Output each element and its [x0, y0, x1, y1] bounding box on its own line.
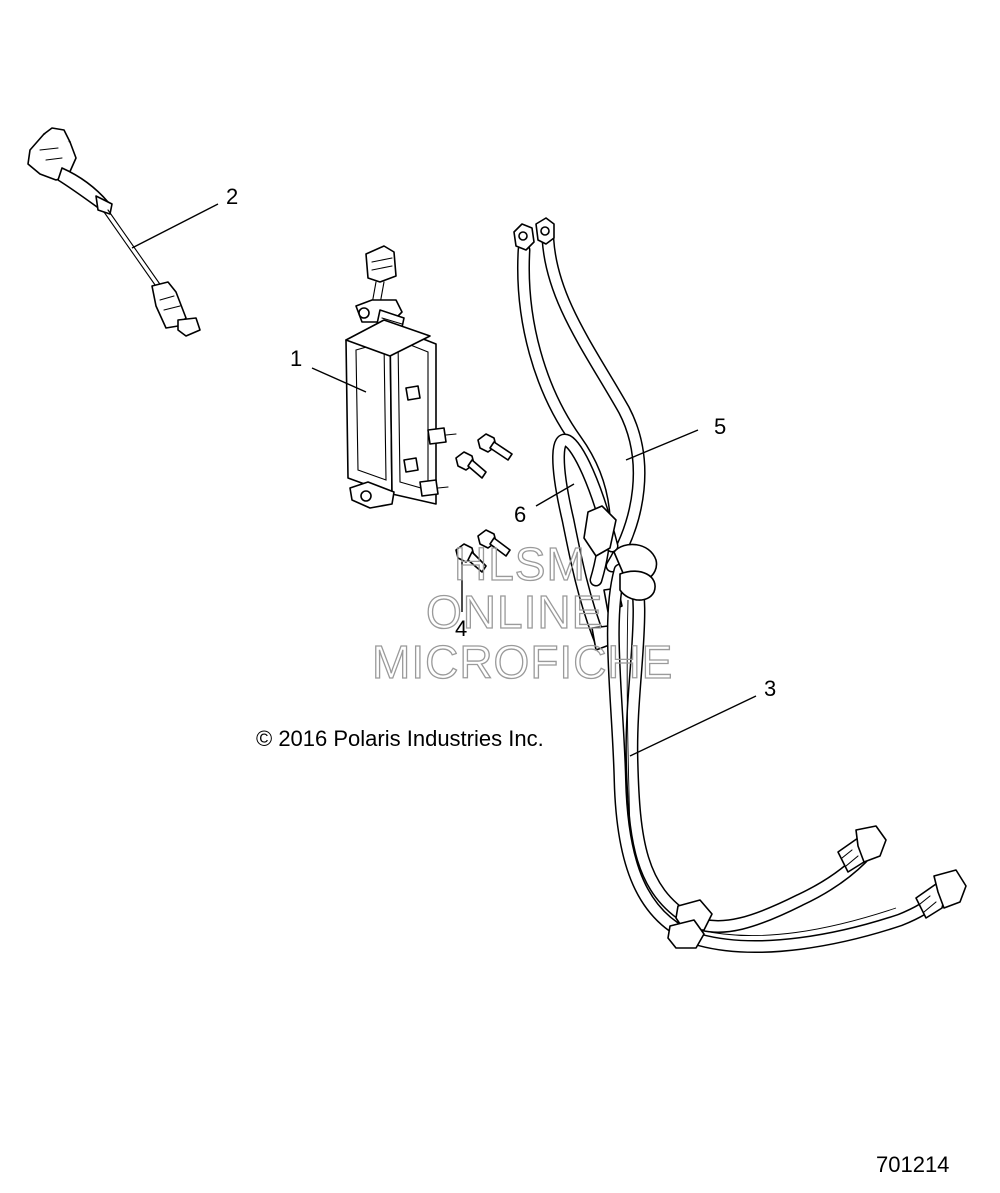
watermark-line-2: ONLINE — [426, 586, 603, 638]
callout-1: 1 — [290, 346, 302, 371]
callout-labels: 2 1 5 6 4 3 — [226, 184, 776, 701]
handlebar-switch-part-2 — [27, 127, 201, 337]
leader-line-6 — [535, 483, 575, 507]
leader-lines — [131, 203, 757, 757]
callout-4: 4 — [455, 616, 467, 641]
callout-3: 3 — [764, 676, 776, 701]
callout-5: 5 — [714, 414, 726, 439]
leader-line-2 — [131, 203, 219, 249]
callout-2: 2 — [226, 184, 238, 209]
leader-line-5 — [625, 429, 699, 461]
screws-part-4 — [455, 433, 513, 573]
watermark-line-3: MICROFICHE — [372, 636, 673, 688]
long-battery-cable-part-3 — [606, 543, 967, 954]
leader-line-3 — [629, 695, 757, 757]
copyright-notice: © 2016 Polaris Industries Inc. — [256, 726, 544, 751]
leader-line-1 — [311, 367, 367, 393]
watermark-line-1: HLSM — [454, 538, 586, 590]
drawing-number: 701214 — [876, 1152, 949, 1177]
callout-6: 6 — [514, 502, 526, 527]
solenoid-relay-part-1 — [345, 245, 457, 509]
watermark: HLSM ONLINE MICROFICHE — [371, 537, 673, 688]
